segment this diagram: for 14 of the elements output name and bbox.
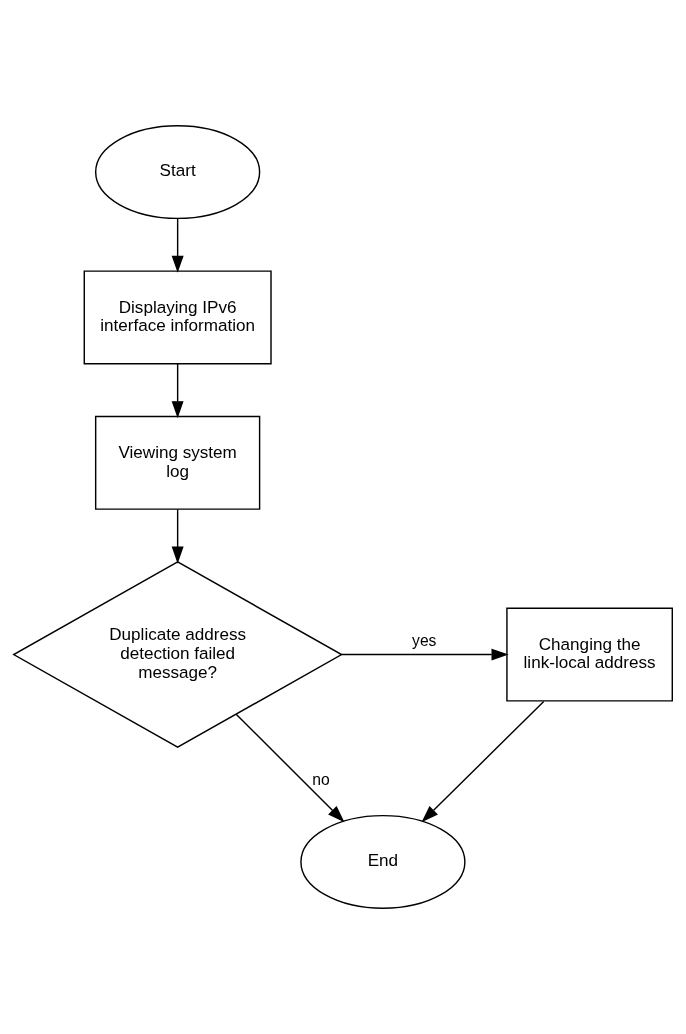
arrow (235, 713, 345, 823)
node-ellipse: End (300, 814, 466, 909)
node-box: Displaying IPv6 interface information (83, 270, 272, 365)
arrow (171, 217, 184, 273)
arrow (340, 648, 509, 661)
node-box: Changing the link-local address (506, 607, 673, 702)
edge-label: yes (412, 631, 437, 649)
edge-label: no (312, 771, 330, 789)
node-box: Viewing system log (94, 415, 261, 510)
node-ellipse: Start (94, 125, 261, 220)
arrow (171, 508, 184, 564)
arrow (421, 700, 545, 823)
arrow (171, 363, 184, 419)
node-diamond: Duplicate address detection failed message? (12, 561, 344, 749)
